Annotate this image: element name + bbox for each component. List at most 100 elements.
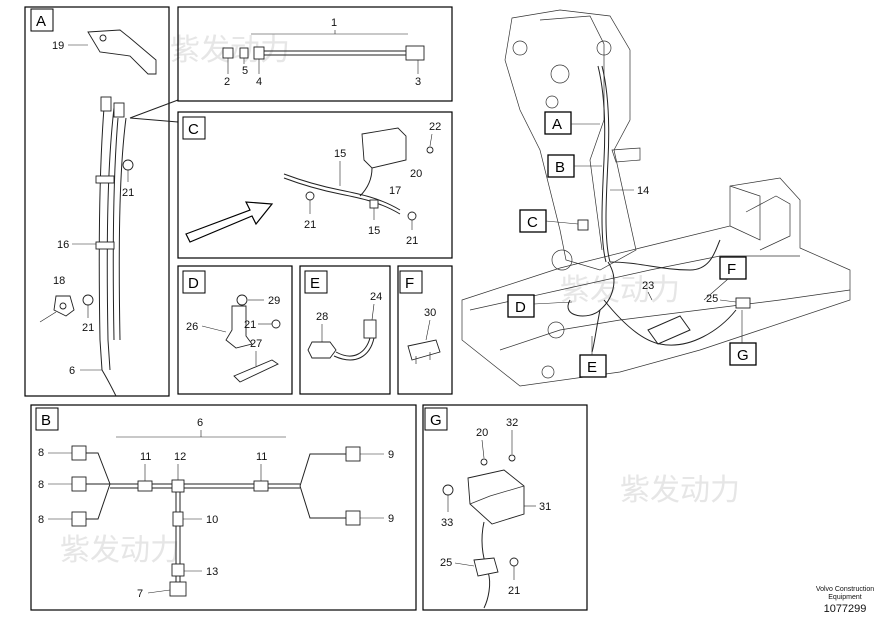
harness-c: [283, 173, 401, 211]
connector-25-icon: [735, 297, 751, 309]
callout-box-d[interactable]: D: [507, 294, 573, 318]
connector-8-icon: [71, 511, 87, 527]
hose-fitting-icon: [113, 102, 125, 118]
panel-a-letter: A: [36, 13, 46, 30]
panel-f-letter: F: [405, 275, 414, 292]
callout-c-15b: 15: [368, 225, 380, 237]
panel-c-frame: [177, 111, 453, 259]
clamp-26-icon: [225, 305, 253, 349]
panel-b: B 6 8 8 8 11 12 11 9 9: [30, 404, 417, 611]
leader-line: [454, 562, 475, 567]
frame-box: [745, 195, 791, 251]
washer-20-icon: [480, 458, 488, 466]
callout-c-22: 22: [429, 121, 441, 133]
panel-a: A 19 21 16 18 21 6: [24, 6, 170, 397]
callout-box-g[interactable]: G: [729, 310, 757, 366]
boom-bracket: [611, 147, 641, 163]
watermark-cn: 紫发动力: [560, 274, 680, 307]
housing-4-icon: [253, 46, 265, 60]
panel-c-letter: C: [188, 121, 199, 138]
splice-12-icon: [171, 479, 185, 493]
callout-top-5: 5: [242, 65, 248, 77]
callout-box-b-letter: B: [555, 159, 565, 176]
callout-b-9a: 9: [388, 449, 394, 461]
callout-box-e[interactable]: E: [579, 336, 607, 378]
watermarks: 紫发动力 紫发动力 紫发动力 紫发动力: [60, 34, 740, 567]
callout-box-f-letter: F: [727, 261, 736, 278]
hose-right-edge: [118, 117, 127, 341]
callout-b-13: 13: [206, 566, 218, 578]
panel-g-frame: [422, 404, 588, 611]
panel-b-tag: [35, 407, 59, 431]
panel-e-frame: [299, 265, 391, 395]
callout-box-e-frame: [579, 354, 607, 378]
panel-d: D 29 26 21 27: [177, 265, 293, 395]
leader-line: [719, 299, 737, 303]
callout-g-31: 31: [539, 501, 551, 513]
pin-icon: [551, 249, 573, 271]
callout-box-g-letter: G: [737, 347, 749, 364]
footer: Volvo Construction Equipment 1077299: [816, 586, 874, 615]
callout-g-21: 21: [508, 585, 520, 597]
panel-b-letter: B: [41, 412, 51, 429]
hose-left-edge: [106, 107, 115, 371]
leader-line: [703, 278, 729, 301]
panel-top-frame: [177, 6, 453, 102]
bolt-29-icon: [236, 294, 248, 306]
bolt-21-icon: [305, 191, 315, 201]
callout-e-24: 24: [370, 291, 382, 303]
callout-b-8b: 8: [38, 479, 44, 491]
callout-b-11a: 11: [140, 451, 151, 463]
bolt-21-icon: [122, 159, 134, 171]
callout-box-a[interactable]: A: [544, 111, 600, 135]
panel-c-tag: [182, 116, 206, 140]
callout-box-f[interactable]: F: [703, 256, 747, 301]
leader-line: [533, 301, 573, 305]
fuse-30-icon: [407, 339, 441, 361]
leader-line: [481, 439, 485, 459]
callout-g-33: 33: [441, 517, 453, 529]
callout-b-9b: 9: [388, 513, 394, 525]
callout-a-21b: 21: [82, 322, 94, 334]
panel-b-frame: [30, 404, 417, 611]
callout-g-25: 25: [440, 557, 452, 569]
bolt-21-icon: [509, 557, 519, 567]
callout-top-2: 2: [224, 76, 230, 88]
callout-box-d-frame: [507, 294, 535, 318]
clip-15-icon: [369, 199, 379, 209]
callout-top-4: 4: [256, 76, 262, 88]
frame-box: [729, 185, 761, 241]
plate-27-icon: [233, 359, 279, 383]
callout-box-c[interactable]: C: [519, 209, 579, 233]
screw-22-icon: [426, 146, 434, 154]
leader-line: [147, 589, 171, 594]
bolt-33-icon: [442, 484, 454, 496]
pin-icon: [512, 40, 528, 56]
frame-edge: [499, 289, 851, 351]
callout-d-27: 27: [250, 338, 262, 350]
wire-tail: [101, 369, 117, 397]
upper-frame-outline: [461, 177, 851, 387]
harness-23-b: [603, 299, 737, 346]
callout-b-7: 7: [137, 588, 143, 600]
control-box-17-icon: [361, 127, 407, 169]
panel-g-letter: G: [430, 412, 442, 429]
callout-top-3: 3: [415, 76, 421, 88]
harness-left-branch: [86, 452, 111, 520]
direction-arrow-icon: [185, 201, 274, 243]
callout-g-20: 20: [476, 427, 488, 439]
control-unit-31-icon: [467, 469, 525, 525]
callout-c-15: 15: [334, 148, 346, 160]
leader-line: [201, 325, 227, 333]
connector-9-icon: [345, 510, 361, 526]
bolt-21-icon: [407, 211, 417, 221]
leader-line: [429, 133, 433, 147]
hole-icon: [541, 365, 555, 379]
callout-box-f-frame: [719, 256, 747, 280]
panel-g: G 20 32 31 33 25 21: [422, 404, 588, 611]
hose-fitting-icon: [100, 96, 112, 112]
callout-b-10: 10: [206, 514, 218, 526]
seal-5-icon: [239, 47, 249, 59]
callout-box-b[interactable]: B: [547, 154, 602, 178]
